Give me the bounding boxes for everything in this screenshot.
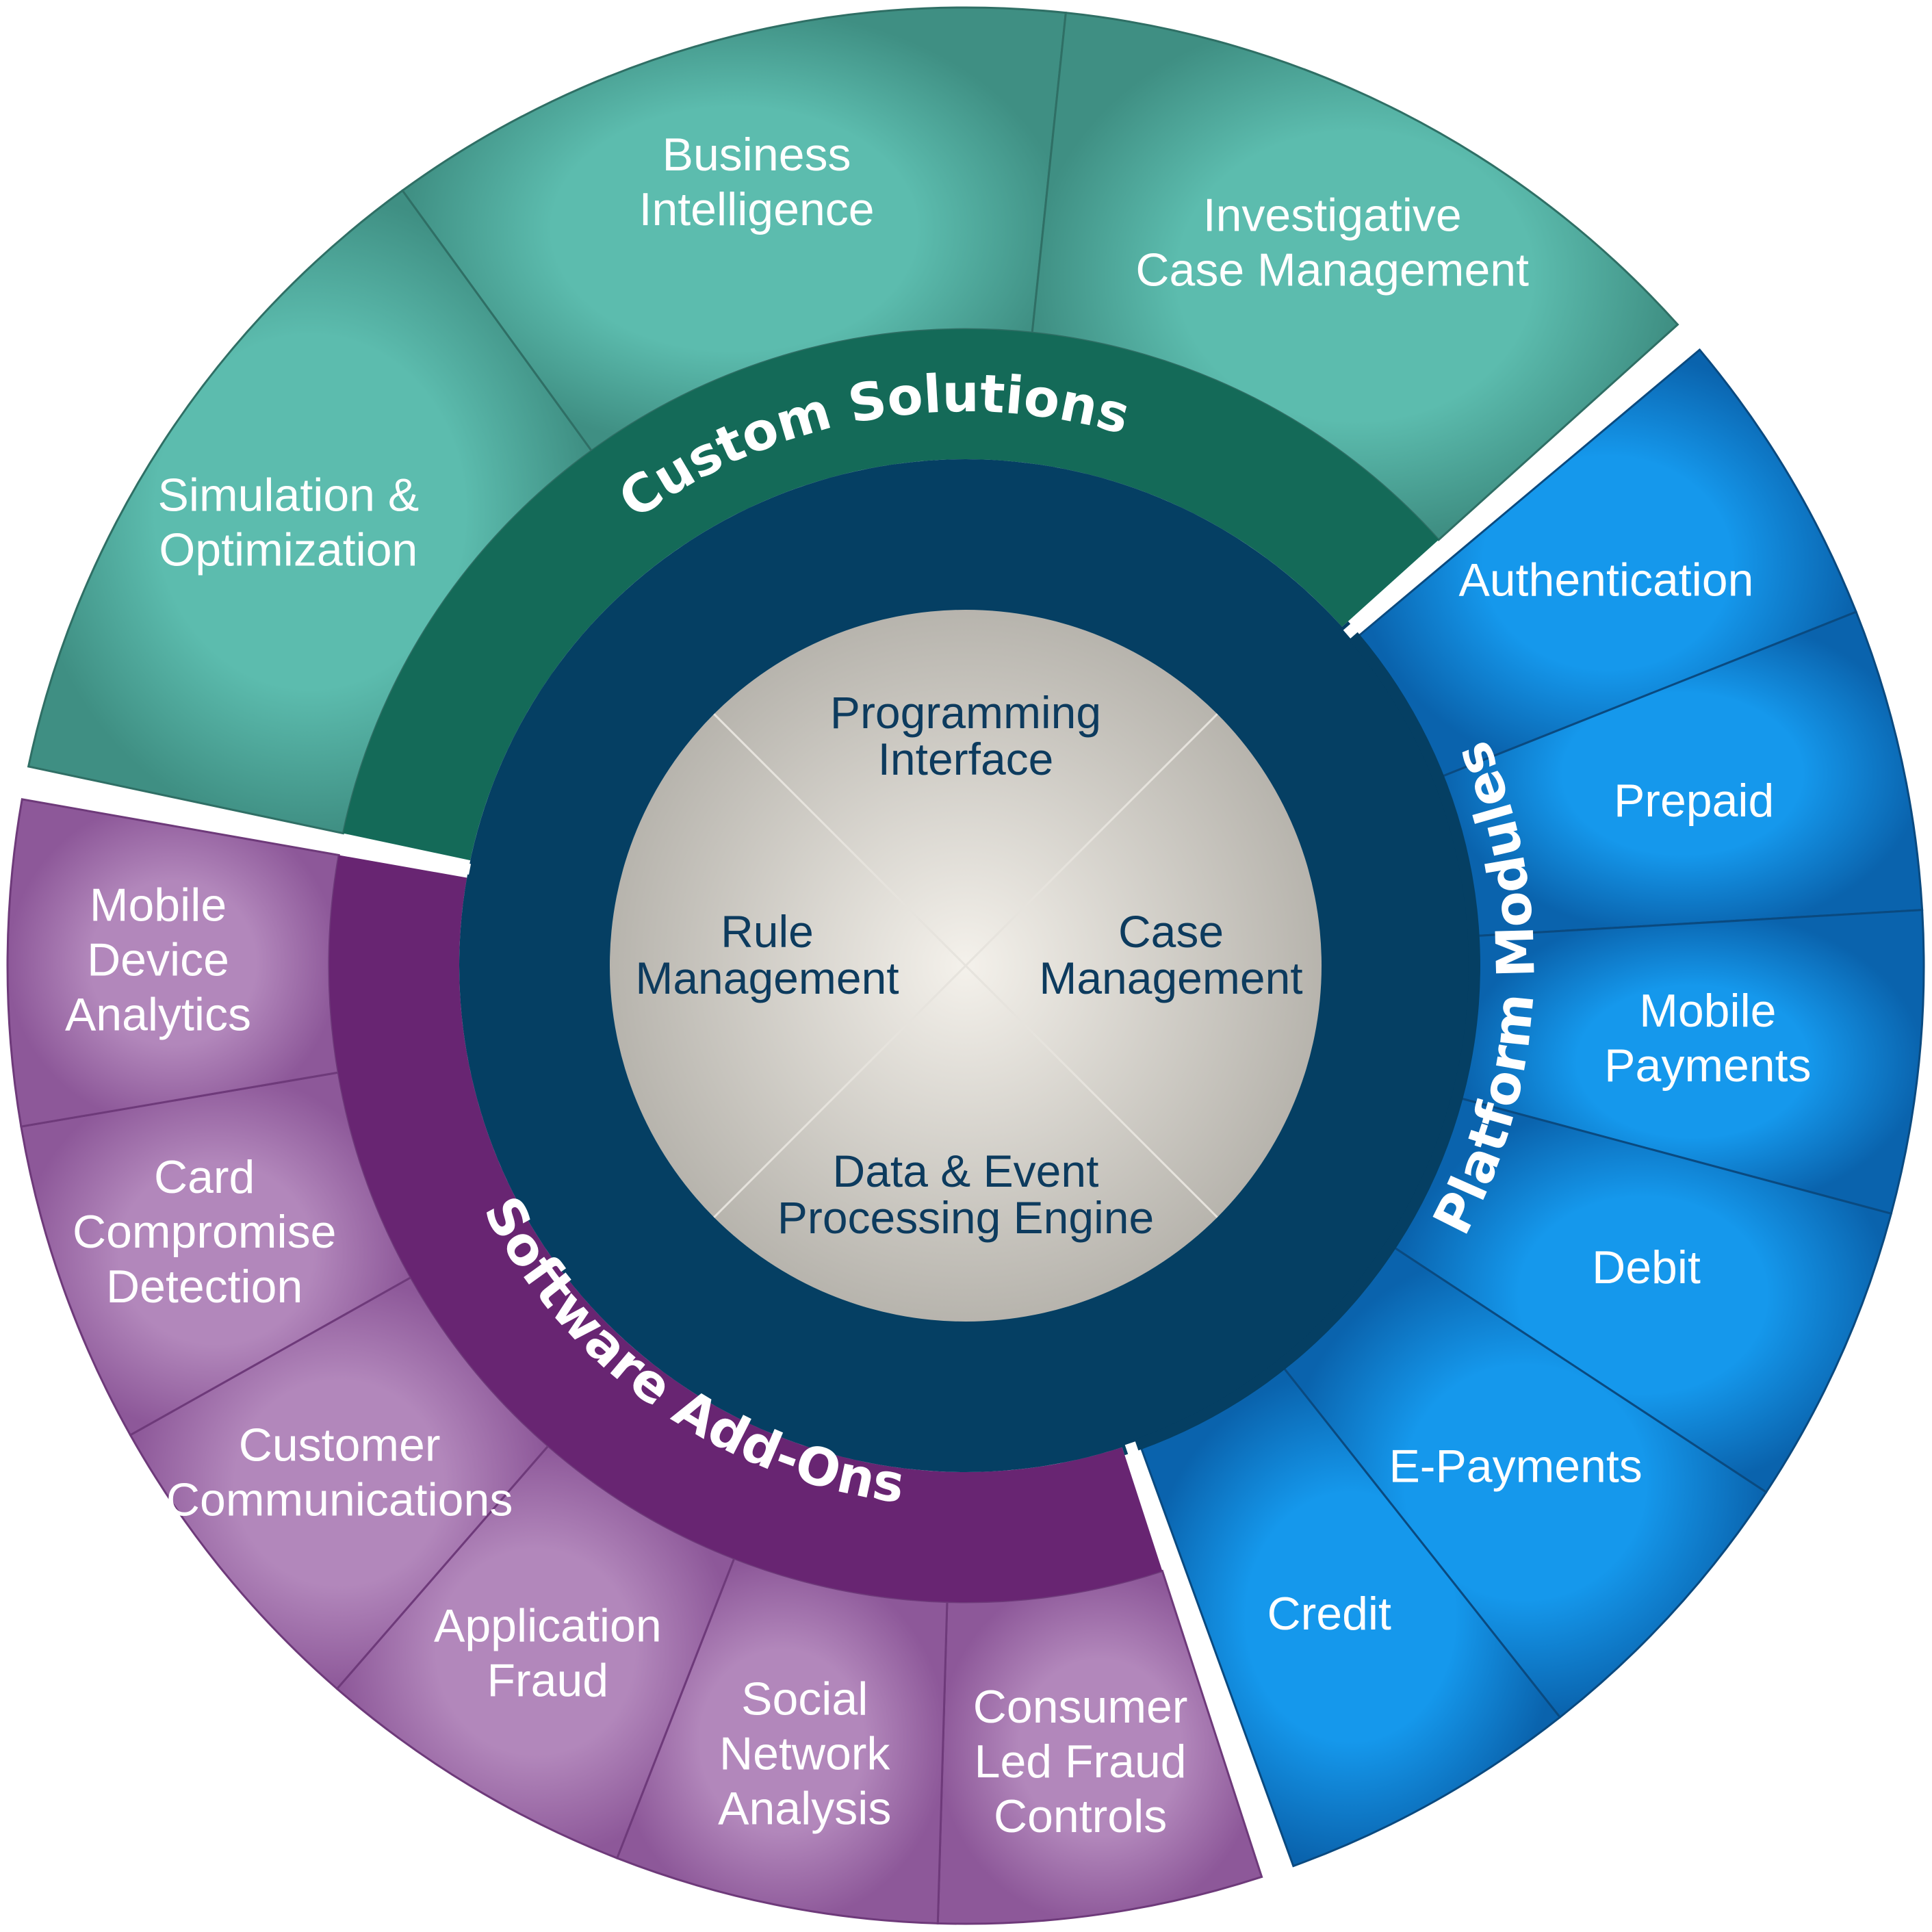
band-custom-solutions: [343, 329, 1439, 861]
segment-label-line: Controls: [994, 1790, 1167, 1842]
core-label-line: Processing Engine: [777, 1192, 1154, 1243]
segment-label-line: Credit: [1267, 1588, 1391, 1640]
segment-label-line: Analysis: [718, 1782, 891, 1834]
segment-label-line: Payments: [1604, 1040, 1811, 1092]
segment-label-line: Application: [434, 1600, 662, 1652]
segment-label-line: Social: [741, 1673, 868, 1725]
core-label-line: Programming: [830, 687, 1101, 738]
segment-label-line: Case Management: [1135, 244, 1529, 296]
segment-label-simulation-optimization: Simulation &Optimization: [157, 469, 419, 576]
section-divider: [1343, 331, 1695, 639]
core-label-line: Management: [635, 953, 899, 1003]
segment-label-line: Prepaid: [1614, 775, 1774, 827]
segment-label-line: Intelligence: [639, 183, 875, 235]
core-label-line: Rule: [721, 906, 814, 957]
segment-label-line: Optimization: [159, 524, 417, 576]
segment-label-line: Led Fraud: [975, 1736, 1187, 1788]
segment-label-line: Simulation &: [157, 469, 419, 521]
segment-label-line: Business: [662, 129, 851, 181]
segment-label-line: Mobile: [90, 879, 227, 931]
segment-label-line: E-Payments: [1389, 1440, 1642, 1492]
platform-ring-extension: [1121, 621, 1480, 1456]
segment-label-line: Network: [719, 1727, 890, 1779]
band-software-add-ons: [329, 855, 1163, 1603]
segment-label-line: Compromise: [73, 1206, 336, 1258]
core-label-line: Interface: [878, 734, 1054, 784]
section-divider: [21, 777, 472, 875]
segment-label-line: Communications: [166, 1473, 513, 1525]
segment-label-credit: Credit: [1267, 1588, 1391, 1640]
section-divider: [1124, 1441, 1284, 1877]
segment-label-line: Card: [154, 1151, 255, 1203]
segment-label-line: Authentication: [1458, 554, 1753, 606]
core-label-line: Management: [1039, 953, 1302, 1003]
segment-label-prepaid: Prepaid: [1614, 775, 1774, 827]
segment-label-line: Fraud: [487, 1655, 608, 1707]
segment-label-line: Detection: [106, 1261, 302, 1313]
segment-label-line: Customer: [239, 1419, 441, 1471]
segment-label-line: Debit: [1592, 1241, 1701, 1293]
segment-label-line: Investigative: [1203, 190, 1462, 242]
segment-label-line: Device: [87, 934, 229, 986]
segment-label-e-payments: E-Payments: [1389, 1440, 1642, 1492]
core-label-line: Case: [1118, 906, 1224, 957]
core-divider: [713, 713, 1218, 1218]
segment-label-line: Consumer: [973, 1681, 1188, 1733]
segment-label-authentication: Authentication: [1458, 554, 1753, 606]
segment-label-line: Analytics: [65, 989, 251, 1041]
segment-label-line: Mobile: [1639, 985, 1776, 1037]
core-label-line: Data & Event: [833, 1146, 1099, 1196]
section-bands: [21, 329, 1695, 1877]
outer-segments: [6, 6, 1925, 1925]
segment-label-debit: Debit: [1592, 1241, 1701, 1293]
